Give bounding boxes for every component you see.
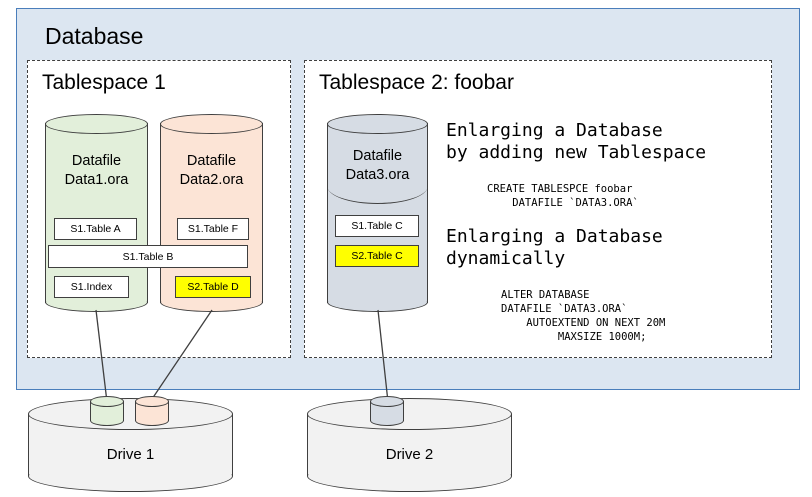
cylinder-top: [327, 114, 428, 134]
tablespace-1-title: Tablespace 1: [42, 71, 166, 94]
note-1-sql: CREATE TABLESPCE foobar DATAFILE `DATA3.…: [487, 183, 639, 209]
drive-platter-data3: [370, 396, 404, 426]
table-item-box: S1.Table F: [177, 218, 249, 240]
table-item-box-highlighted: S2.Table D: [175, 276, 251, 298]
datafile-cylinder-data1: Datafile Data1.ora: [45, 114, 148, 312]
database-title: Database: [45, 23, 144, 49]
datafile-name-line1: Datafile: [71, 153, 122, 169]
table-item-box: S1.Table A: [54, 218, 137, 240]
table-item-box-highlighted: S2.Table C: [335, 245, 419, 267]
cylinder-divider: [327, 186, 428, 204]
cylinder-body: [327, 123, 428, 303]
platter-top: [370, 396, 404, 407]
note-1-heading: Enlarging a Database by adding new Table…: [446, 120, 707, 163]
datafile-name-line2: Data3.ora: [345, 167, 410, 183]
table-item-box: S1.Index: [54, 276, 129, 298]
cylinder-top: [160, 114, 263, 134]
tablespace-2-title: Tablespace 2: foobar: [319, 71, 514, 94]
table-item-box-spanning: S1.Table B: [48, 245, 248, 268]
datafile-name-line2: Data2.ora: [179, 172, 244, 188]
drive-1: Drive 1: [28, 398, 233, 492]
drive-2: Drive 2: [307, 398, 512, 492]
note-2-heading: Enlarging a Database dynamically: [446, 226, 663, 269]
platter-top: [135, 396, 169, 407]
cylinder-body: [45, 123, 148, 303]
datafile-name-line2: Data1.ora: [64, 172, 129, 188]
table-item-box: S1.Table C: [335, 215, 419, 237]
drive-top: [28, 398, 233, 430]
cylinder-body: [160, 123, 263, 303]
datafile-cylinder-data3: Datafile Data3.ora: [327, 114, 428, 312]
datafile-name-line1: Datafile: [352, 148, 403, 164]
drive-top: [307, 398, 512, 430]
drive-label: Drive 2: [385, 446, 434, 463]
datafile-cylinder-data2: Datafile Data2.ora: [160, 114, 263, 312]
drive-platter-data2: [135, 396, 169, 426]
cylinder-top: [45, 114, 148, 134]
platter-top: [90, 396, 124, 407]
note-2-sql: ALTER DATABASE DATAFILE `DATA3.ORA` AUTO…: [501, 289, 666, 343]
drive-platter-data1: [90, 396, 124, 426]
drive-label: Drive 1: [106, 446, 155, 463]
datafile-name-line1: Datafile: [186, 153, 237, 169]
